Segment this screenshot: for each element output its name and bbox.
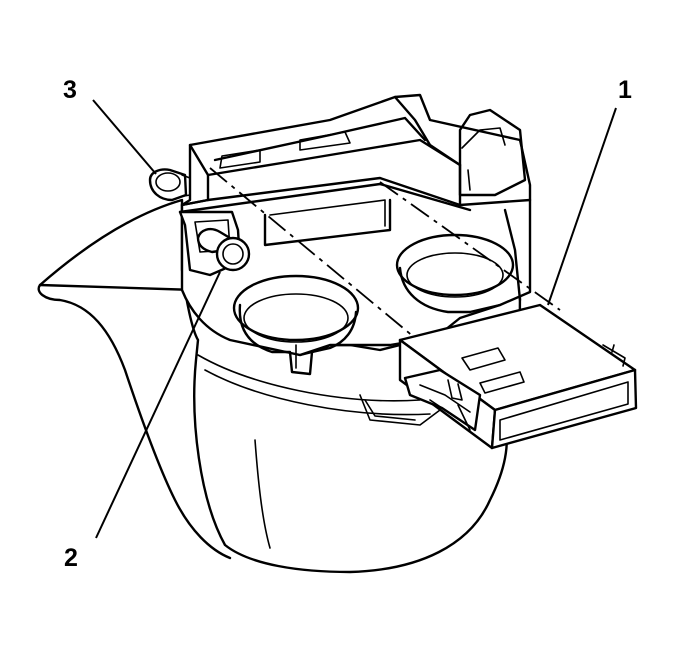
removal-path-lines xyxy=(209,167,561,343)
callout-2: 2 xyxy=(64,544,78,572)
fastener-3 xyxy=(148,168,191,202)
callout-3: 3 xyxy=(63,76,77,104)
push-pin-2 xyxy=(196,227,251,272)
console-lower-bin xyxy=(37,198,530,574)
callout-1: 1 xyxy=(618,76,632,104)
leader-line-1 xyxy=(547,107,617,306)
leader-line-2 xyxy=(95,271,221,539)
module-1 xyxy=(398,303,638,450)
cup-holder-left xyxy=(232,274,360,376)
leader-lines xyxy=(92,99,617,539)
leader-line-3 xyxy=(92,99,157,175)
